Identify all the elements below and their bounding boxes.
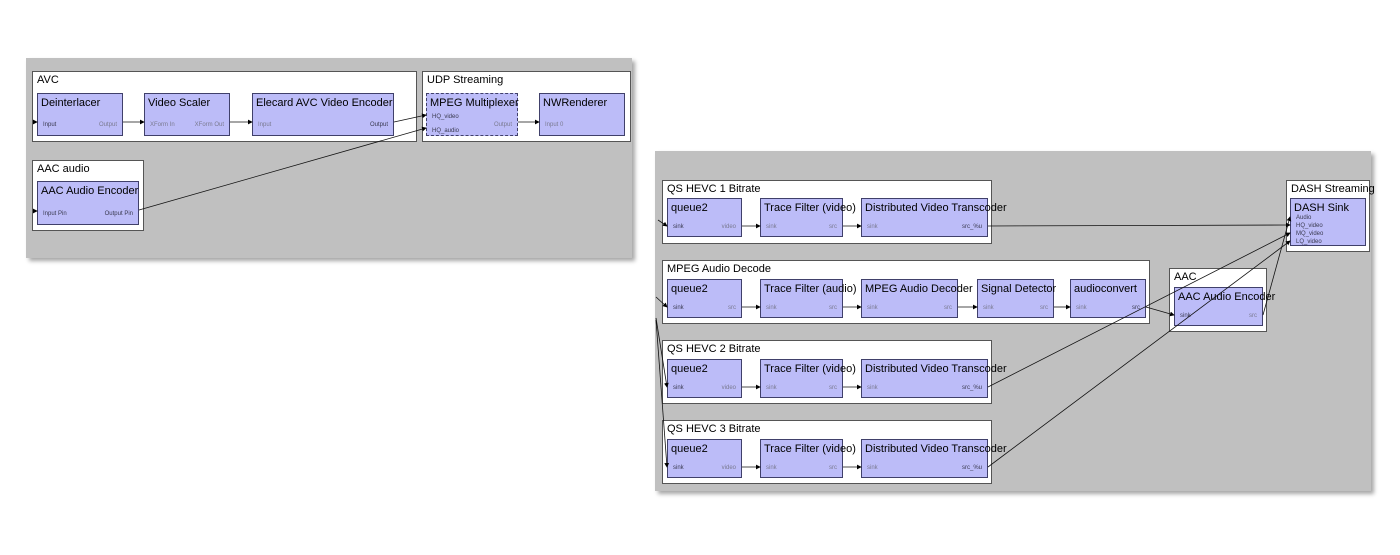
output-pin[interactable]: Output [369,122,388,128]
node-title: queue2 [671,283,708,295]
node-title: AAC Audio Encoder [41,185,139,197]
output-pin[interactable]: src [829,305,837,311]
input-pin[interactable]: sink [1180,313,1191,319]
node-ma-audioconvert[interactable]: audioconvert sink src [1070,279,1146,318]
output-pin[interactable]: src [728,305,736,311]
node-q1-queue2[interactable]: queue2 sink video [667,198,742,237]
group-title-qs1: QS HEVC 1 Bitrate [667,183,761,195]
node-q3-queue2[interactable]: queue2 sink video [667,439,742,478]
output-pin[interactable]: src_%u [961,385,982,391]
input-pin[interactable]: sink [867,224,878,230]
group-title-qs3: QS HEVC 3 Bitrate [667,423,761,435]
group-title-udp: UDP Streaming [427,74,504,86]
node-deinterlacer[interactable]: Deinterlacer Input Output [37,93,123,136]
node-title: Trace Filter (video) [764,363,856,375]
output-pin[interactable]: src_%u [961,465,982,471]
node-q3-transcoder[interactable]: Distributed Video Transcoder sink src_%u [861,439,1007,478]
node-ma-trace-filter[interactable]: Trace Filter (audio) sink src [760,279,857,318]
node-title: Signal Detector [981,283,1057,295]
input-pin[interactable]: sink [983,305,994,311]
input-pin[interactable]: sink [766,224,777,230]
input-pin-hq-video[interactable]: HQ_video [1296,223,1323,229]
output-pin[interactable]: src [829,224,837,230]
input-pin[interactable]: sink [673,385,684,391]
node-title: Deinterlacer [41,97,101,109]
output-pin[interactable]: src [829,385,837,391]
output-pin[interactable]: video [721,385,736,391]
input-pin[interactable]: sink [766,385,777,391]
input-pin[interactable]: Input Pin [43,211,67,217]
node-q1-transcoder[interactable]: Distributed Video Transcoder sink src_%u [861,198,1007,237]
node-title: Trace Filter (audio) [764,283,857,295]
node-title: MPEG Audio Decoder [865,283,973,295]
input-pin[interactable]: sink [673,305,684,311]
node-dash-sink[interactable]: DASH Sink Audio HQ_video MQ_video LQ_vid… [1290,198,1366,246]
input-pin[interactable]: Input 0 [545,122,564,128]
node-title: Distributed Video Transcoder [865,443,1007,455]
node-avc-encoder[interactable]: Elecard AVC Video Encoder Input Output [252,93,394,136]
node-title: DASH Sink [1294,202,1350,214]
node-q1-trace-filter[interactable]: Trace Filter (video) sink src [760,198,856,237]
input-pin[interactable]: sink [1076,305,1087,311]
output-pin[interactable]: src [1132,305,1140,311]
node-mpeg-multiplexer[interactable]: MPEG Multiplexer HQ_video HQ_audio Outpu… [426,93,519,136]
output-pin[interactable]: src [1249,313,1257,319]
input-pin[interactable]: sink [867,385,878,391]
output-pin[interactable]: src [829,465,837,471]
node-ma-signal-detector[interactable]: Signal Detector sink src [977,279,1057,318]
node-title: NWRenderer [543,97,608,109]
input-pin[interactable]: Input [258,122,272,128]
node-q2-transcoder[interactable]: Distributed Video Transcoder sink src_%u [861,359,1007,398]
node-title: AAC Audio Encoder [1178,291,1276,303]
node-title: Distributed Video Transcoder [865,363,1007,375]
node-title: MPEG Multiplexer [430,97,519,109]
node-ma-mpeg-audio-decoder[interactable]: MPEG Audio Decoder sink src [861,279,973,318]
group-title-dash: DASH Streaming [1291,183,1375,195]
group-title-avc: AVC [37,74,59,86]
output-pin[interactable]: src_%u [961,224,982,230]
node-title: queue2 [671,363,708,375]
group-title-qs2: QS HEVC 2 Bitrate [667,343,761,355]
input-pin-audio[interactable]: Audio [1296,215,1312,221]
input-pin[interactable]: Input [43,122,57,128]
node-nwrenderer[interactable]: NWRenderer Input 0 [539,93,625,136]
output-pin[interactable]: src [1040,305,1048,311]
node-q2-queue2[interactable]: queue2 sink video [667,359,742,398]
input-pin[interactable]: sink [766,465,777,471]
output-pin[interactable]: XForm Out [194,122,224,128]
input-pin[interactable]: sink [867,465,878,471]
node-title: queue2 [671,202,708,214]
node-title: Elecard AVC Video Encoder [256,97,393,109]
node-title: queue2 [671,443,708,455]
input-pin[interactable]: sink [867,305,878,311]
node-aac-audio-encoder-1[interactable]: AAC Audio Encoder Input Pin Output Pin [37,181,139,225]
input-pin[interactable]: sink [673,224,684,230]
node-title: Trace Filter (video) [764,443,856,455]
group-title-aac-audio: AAC audio [37,163,90,175]
node-q3-trace-filter[interactable]: Trace Filter (video) sink src [760,439,856,478]
input-pin-hq-audio[interactable]: HQ_audio [432,128,460,134]
node-ma-queue2[interactable]: queue2 sink src [667,279,742,318]
input-pin[interactable]: sink [673,465,684,471]
node-title: Trace Filter (video) [764,202,856,214]
node-q2-trace-filter[interactable]: Trace Filter (video) sink src [760,359,856,398]
output-pin[interactable]: src [944,305,952,311]
node-aac-audio-encoder-2[interactable]: AAC Audio Encoder sink src [1174,287,1275,326]
output-pin[interactable]: Output [98,122,117,128]
node-title: Distributed Video Transcoder [865,202,1007,214]
output-pin[interactable]: video [721,224,736,230]
input-pin[interactable]: sink [766,305,777,311]
group-title-mpeg-audio: MPEG Audio Decode [667,263,771,275]
node-title: Video Scaler [148,97,211,109]
node-title: audioconvert [1074,283,1137,295]
input-pin[interactable]: XForm In [150,122,175,128]
output-pin[interactable]: Output Pin [104,211,133,217]
input-pin-lq-video[interactable]: LQ_video [1296,239,1322,245]
output-pin[interactable]: video [721,465,736,471]
group-title-aac: AAC [1174,271,1197,283]
input-pin-mq-video[interactable]: MQ_video [1296,231,1324,237]
node-video-scaler[interactable]: Video Scaler XForm In XForm Out [144,93,230,136]
output-pin[interactable]: Output [493,122,512,128]
input-pin-hq-video[interactable]: HQ_video [432,114,459,120]
